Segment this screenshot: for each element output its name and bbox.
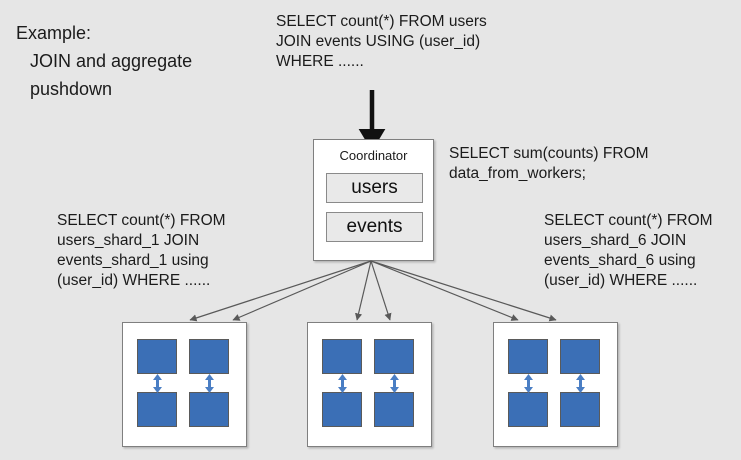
left-worker-query-text: SELECT count(*) FROM users_shard_1 JOIN … — [57, 212, 226, 290]
dispatch-arrow-icon — [370, 260, 519, 321]
double-arrow-icon — [524, 374, 533, 393]
shard-box — [374, 339, 414, 374]
shard-box — [322, 392, 362, 427]
shard-box — [189, 392, 229, 427]
shard-box — [189, 339, 229, 374]
coordinator-table-users: users — [326, 173, 423, 203]
caption-line-2: JOIN and aggregate — [30, 51, 193, 71]
dispatch-arrow-icon — [370, 260, 557, 322]
coordinator-table-events: events — [326, 212, 423, 242]
shard-box — [137, 339, 177, 374]
caption-title: Example: — [16, 23, 92, 43]
shard-box — [560, 339, 600, 374]
worker-node-1 — [122, 322, 247, 447]
dispatch-arrow-icon — [355, 260, 372, 321]
result-query-text: SELECT sum(counts) FROM data_from_worker… — [449, 145, 649, 183]
double-arrow-icon — [153, 374, 162, 393]
dispatch-arrow-icon — [370, 260, 392, 321]
dispatch-arrow-icon — [232, 260, 372, 321]
top-query-text: SELECT count(*) FROM users JOIN events U… — [276, 13, 487, 71]
right-worker-query-text: SELECT count(*) FROM users_shard_6 JOIN … — [544, 212, 713, 290]
shard-box — [374, 392, 414, 427]
coordinator-label: Coordinator — [339, 148, 408, 163]
double-arrow-icon — [338, 374, 347, 393]
worker-node-2 — [307, 322, 432, 447]
shard-box — [137, 392, 177, 427]
shard-box — [560, 392, 600, 427]
shard-box — [508, 339, 548, 374]
double-arrow-icon — [390, 374, 399, 393]
shard-box — [322, 339, 362, 374]
double-arrow-icon — [205, 374, 214, 393]
double-arrow-icon — [576, 374, 585, 393]
coordinator-node: Coordinator users events — [313, 139, 434, 261]
caption-line-3: pushdown — [30, 79, 113, 99]
shard-box — [508, 392, 548, 427]
worker-node-3 — [493, 322, 618, 447]
